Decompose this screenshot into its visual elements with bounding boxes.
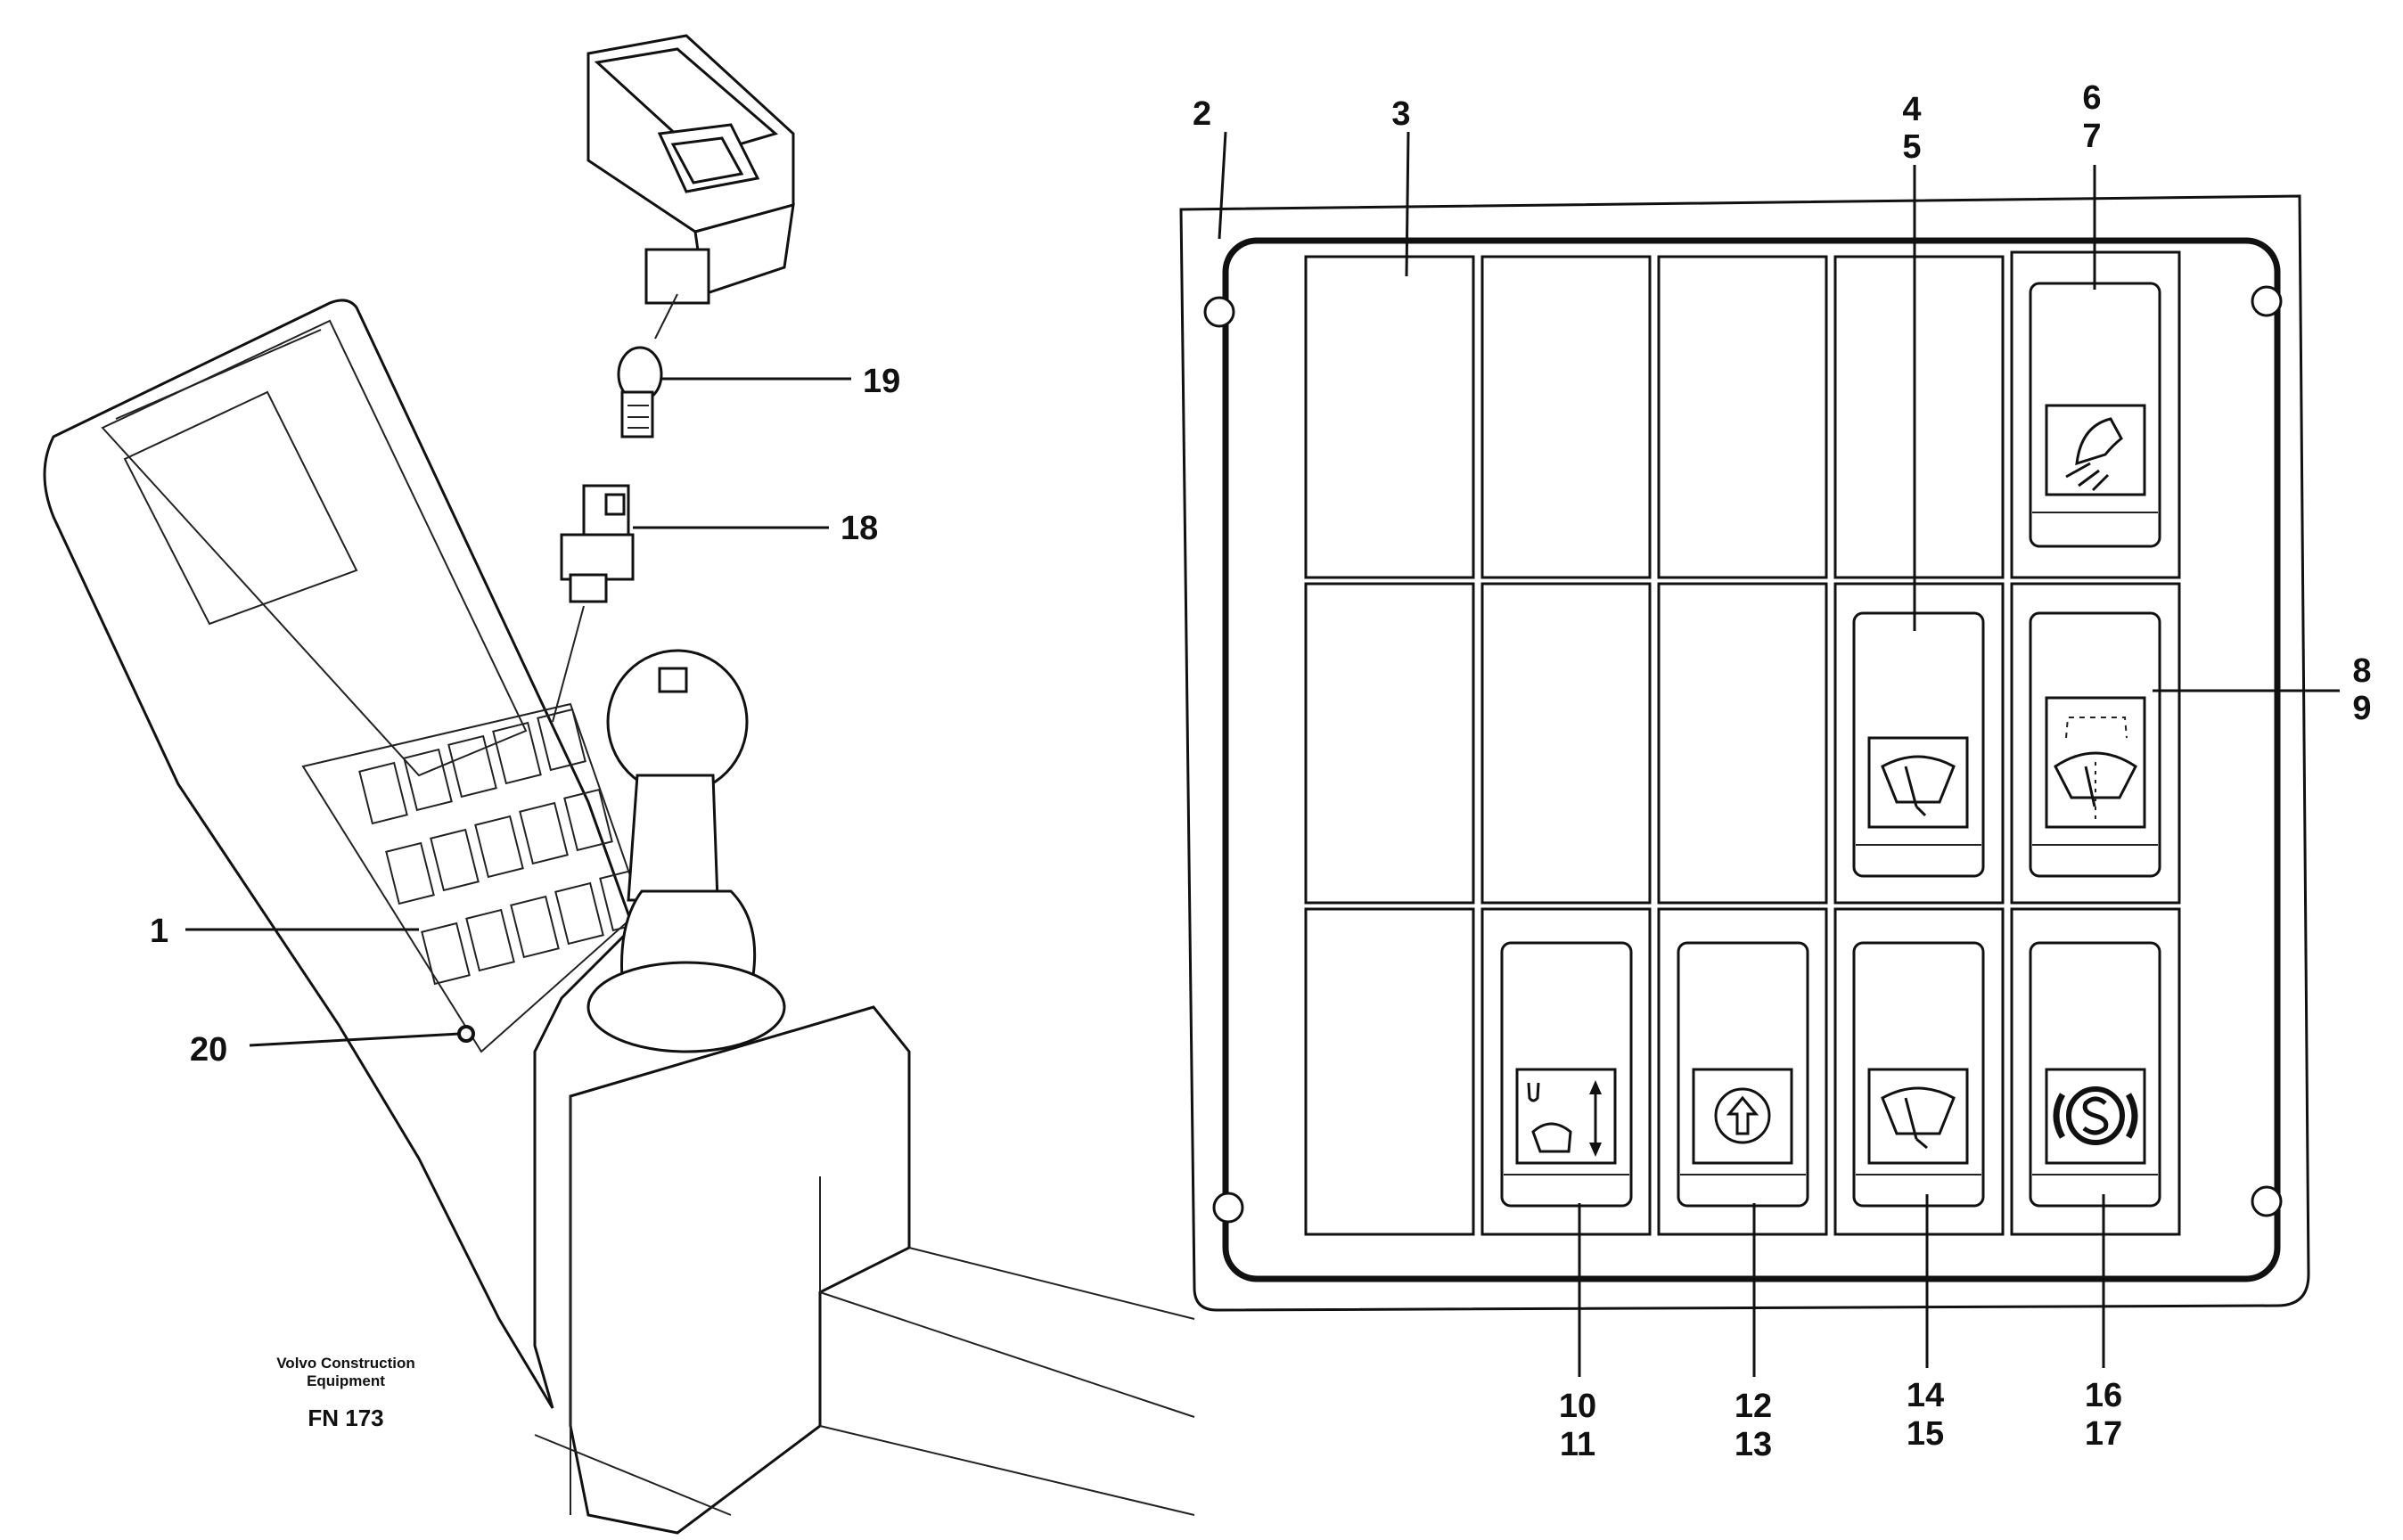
figure-code: FN 173 xyxy=(308,1405,383,1431)
brand-line-1: Volvo Construction xyxy=(276,1355,415,1372)
callout-16: 16 xyxy=(2085,1377,2122,1414)
callout-14: 14 xyxy=(1907,1377,1944,1414)
callout-8: 8 xyxy=(2352,652,2371,690)
left-view: 1 20 18 19 Volvo Construction Equipment … xyxy=(43,34,1195,1535)
bulb xyxy=(617,346,663,438)
callout-15: 15 xyxy=(1907,1415,1944,1453)
rocker-parking-brake xyxy=(2029,941,2161,1208)
rocker-wiper xyxy=(1852,611,1985,878)
mounting-hole-tr xyxy=(2251,285,2283,317)
callout-2: 2 xyxy=(1193,95,1211,133)
mounting-hole-br xyxy=(2251,1185,2283,1217)
blank-cover xyxy=(1657,255,1828,579)
wiper-icon xyxy=(1881,755,1956,817)
mounting-hole-tl xyxy=(1203,296,1235,328)
joystick-lever xyxy=(586,649,786,1053)
mounting-screw xyxy=(457,1025,475,1043)
callout-5: 5 xyxy=(1902,128,1921,166)
panel-inner-border xyxy=(1222,237,2281,1282)
socket xyxy=(552,484,635,723)
joystick-pedestal xyxy=(569,1005,1195,1535)
blank-cover xyxy=(1833,255,2005,579)
brand-line-2: Equipment xyxy=(307,1372,385,1389)
blank-cover xyxy=(1480,582,1652,905)
bucket-float-icon xyxy=(1527,1080,1602,1157)
callout-10: 10 xyxy=(1559,1388,1596,1425)
callout-13: 13 xyxy=(1735,1426,1772,1463)
rocker-washer xyxy=(2029,611,2161,878)
callout-18: 18 xyxy=(841,510,878,547)
callout-6: 6 xyxy=(2082,79,2101,117)
arrow-up-circle-icon xyxy=(1714,1087,1771,1144)
blank-cover xyxy=(1304,582,1475,905)
rocker-switch xyxy=(586,34,795,340)
rocker-wiper-interval xyxy=(1852,941,1985,1208)
keypad-grid xyxy=(358,708,649,986)
callout-9: 9 xyxy=(2352,690,2371,727)
mounting-hole-bl xyxy=(1212,1192,1244,1224)
rocker-arrow xyxy=(1677,941,1809,1208)
work-light-icon xyxy=(2065,417,2123,492)
leader-3 xyxy=(1405,131,1410,277)
blank-cover xyxy=(1304,255,1475,579)
callout-3: 3 xyxy=(1391,95,1410,133)
callout-12: 12 xyxy=(1735,1388,1772,1425)
blank-cover xyxy=(1657,582,1828,905)
callout-20: 20 xyxy=(190,1031,227,1069)
rocker-bucket xyxy=(1500,941,1633,1208)
leader-20 xyxy=(249,1032,460,1047)
callout-11: 11 xyxy=(1560,1426,1595,1463)
callout-4: 4 xyxy=(1902,91,1921,128)
callout-19: 19 xyxy=(863,363,900,400)
right-view: 2 3 4 5 6 7 8 9 10 11 12 13 14 15 16 17 xyxy=(1179,79,2372,1463)
callout-17: 17 xyxy=(2085,1415,2122,1453)
rocker-work-light xyxy=(2029,282,2161,548)
callout-1: 1 xyxy=(150,913,168,950)
callout-7: 7 xyxy=(2082,118,2101,155)
parking-brake-icon xyxy=(2053,1086,2138,1145)
wiper-interval-icon xyxy=(1881,1086,1956,1150)
washer-icon xyxy=(2054,717,2137,820)
blank-cover xyxy=(1304,907,1475,1236)
control-console xyxy=(43,299,649,1409)
leader-2 xyxy=(1218,131,1227,240)
blank-cover xyxy=(1480,255,1652,579)
